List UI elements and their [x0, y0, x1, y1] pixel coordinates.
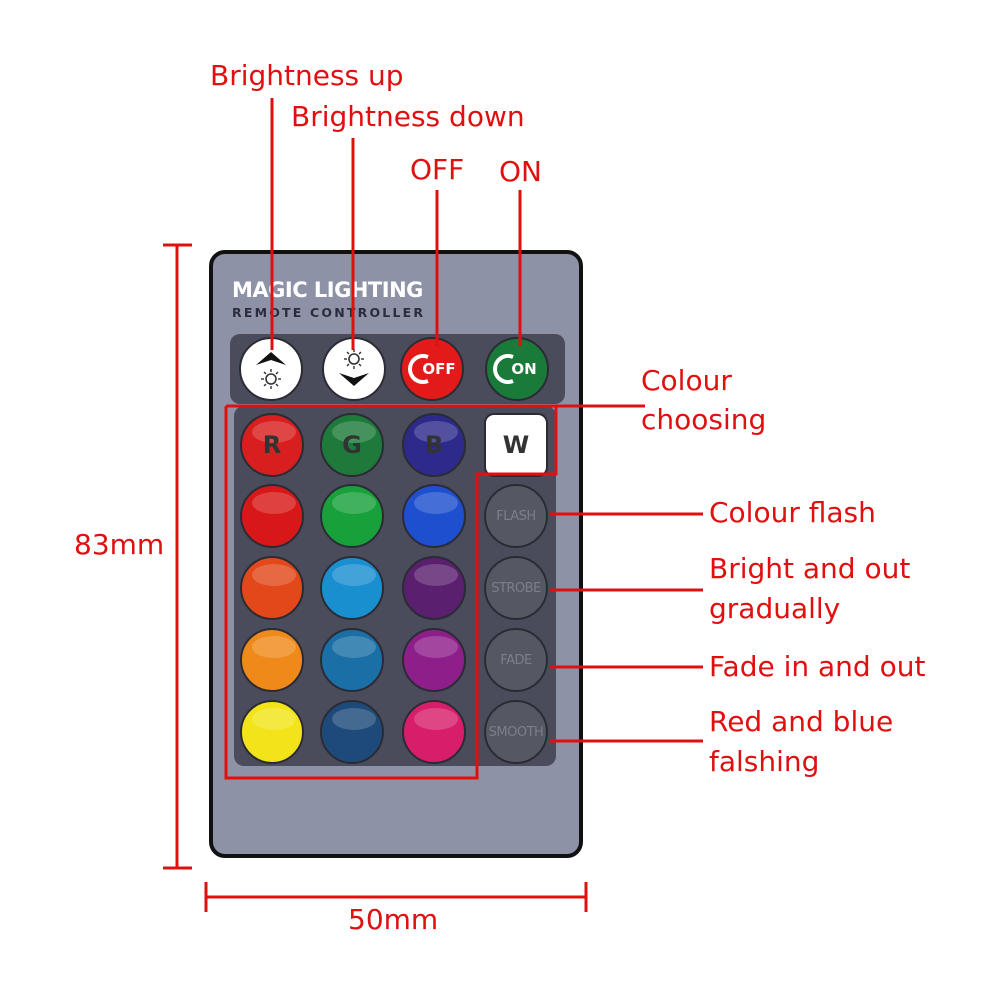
button-glare [252, 564, 296, 586]
button-glare [332, 708, 376, 730]
button-glare [252, 636, 296, 658]
colour-choosing-box [224, 404, 558, 780]
label-off: OFF [410, 153, 465, 186]
label-brightness-down: Brightness down [291, 100, 525, 133]
color-button-r5c1[interactable] [240, 700, 304, 764]
button-glare [332, 564, 376, 586]
color-button-r2c3[interactable] [402, 484, 466, 548]
color-button-w[interactable]: W [484, 413, 548, 477]
label-width: 50mm [348, 903, 439, 936]
label-height: 83mm [74, 528, 165, 561]
label-colour-choosing-2: choosing [641, 403, 767, 436]
color-button-r4c3[interactable] [402, 628, 466, 692]
color-button-r3c3[interactable] [402, 556, 466, 620]
brand-subtitle: REMOTE CONTROLLER [232, 305, 426, 320]
color-button-r5c2[interactable] [320, 700, 384, 764]
button-glare [332, 636, 376, 658]
off-label: OFF [422, 360, 456, 378]
effect-button-smooth[interactable]: SMOOTH [484, 700, 548, 764]
button-glare [332, 421, 376, 443]
label-red-blue-1: Red and blue [709, 705, 894, 738]
brightness-down-icon [339, 349, 369, 386]
color-button-r3c1[interactable] [240, 556, 304, 620]
effect-button-fade[interactable]: FADE [484, 628, 548, 692]
color-button-g[interactable]: G [320, 413, 384, 477]
color-button-r4c1[interactable] [240, 628, 304, 692]
color-button-label: B [424, 431, 444, 459]
button-glare [332, 492, 376, 514]
button-glare [414, 492, 458, 514]
color-button-r4c2[interactable] [320, 628, 384, 692]
label-bright-out-2: gradually [709, 592, 841, 625]
color-button-label: W [502, 431, 530, 459]
color-button-label: G [342, 431, 362, 459]
brand-title: MAGIC LIGHTING [232, 278, 423, 302]
button-glare [252, 492, 296, 514]
color-button-r2c1[interactable] [240, 484, 304, 548]
effect-button-strobe[interactable]: STROBE [484, 556, 548, 620]
power-off-icon [408, 354, 429, 384]
button-glare [252, 421, 296, 443]
button-glare [414, 636, 458, 658]
effect-button-flash[interactable]: FLASH [484, 484, 548, 548]
label-fade: Fade in and out [709, 650, 926, 683]
label-brightness-up: Brightness up [210, 59, 404, 92]
on-label: ON [511, 360, 537, 378]
button-glare [496, 421, 540, 443]
button-glare [252, 708, 296, 730]
off-button[interactable]: OFF [400, 337, 464, 401]
brightness-up-icon [256, 352, 286, 389]
label-bright-out-1: Bright and out [709, 552, 911, 585]
label-colour-choosing-1: Colour [641, 364, 732, 397]
color-button-r3c2[interactable] [320, 556, 384, 620]
color-button-r5c3[interactable] [402, 700, 466, 764]
label-on: ON [499, 155, 542, 188]
color-button-r[interactable]: R [240, 413, 304, 477]
color-button-r2c2[interactable] [320, 484, 384, 548]
button-glare [414, 421, 458, 443]
color-button-label: R [262, 431, 282, 459]
label-colour-flash: Colour flash [709, 496, 876, 529]
button-glare [414, 708, 458, 730]
button-glare [414, 564, 458, 586]
color-button-b[interactable]: B [402, 413, 466, 477]
on-button[interactable]: ON [485, 337, 549, 401]
power-on-icon [493, 354, 514, 384]
label-red-blue-2: falshing [709, 745, 820, 778]
